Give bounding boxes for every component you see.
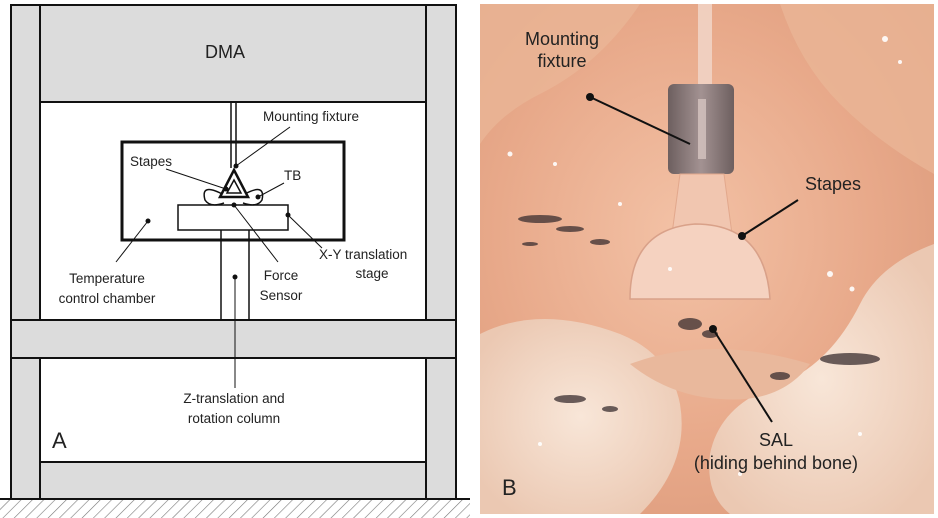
label-xy-line1: X-Y translation [319, 247, 407, 262]
panel-a-schematic: DMA Mounting fixture Stapes TB Temperatu… [0, 0, 470, 518]
label-tb: TB [284, 168, 301, 183]
base-platform [40, 462, 426, 499]
panel-label-a: A [52, 428, 67, 453]
dot-force-sensor [232, 203, 237, 208]
label-force-line1: Force [264, 268, 299, 283]
fixture-slot [698, 99, 706, 159]
label-b-sal-line1: SAL [759, 430, 793, 450]
label-temperature-line2: control chamber [59, 291, 156, 306]
dot-z-column [233, 275, 238, 280]
ground-hatch [0, 500, 470, 518]
right-frame-column [426, 5, 456, 499]
label-z-line2: rotation column [188, 411, 280, 426]
left-frame-column [11, 5, 40, 499]
dot-temperature [146, 219, 151, 224]
label-mounting-fixture: Mounting fixture [263, 109, 359, 124]
label-force-line2: Sensor [260, 288, 303, 303]
label-z-line1: Z-translation and [183, 391, 284, 406]
xy-stage-bar [178, 205, 288, 230]
dot-b-sal [709, 325, 717, 333]
dot-b-mounting [586, 93, 594, 101]
label-temperature-line1: Temperature [69, 271, 145, 286]
label-stapes: Stapes [130, 154, 172, 169]
fixture-rod [698, 4, 712, 84]
label-xy-line2: stage [355, 266, 388, 281]
label-b-stapes: Stapes [805, 174, 861, 194]
middle-platform [11, 320, 456, 358]
panel-label-b: B [502, 475, 517, 500]
dot-xy-stage [286, 213, 291, 218]
label-b-mounting-line1: Mounting [525, 29, 599, 49]
dot-tb [256, 195, 261, 200]
panel-b-photo: Mounting fixture Stapes SAL (hiding behi… [480, 4, 934, 514]
label-b-mounting-line2: fixture [537, 51, 586, 71]
dot-b-stapes [738, 232, 746, 240]
label-b-sal-line2: (hiding behind bone) [694, 453, 858, 473]
dot-mounting-fixture [234, 164, 239, 169]
dma-label: DMA [205, 42, 245, 62]
dot-stapes [224, 187, 229, 192]
lower-space [40, 358, 426, 462]
